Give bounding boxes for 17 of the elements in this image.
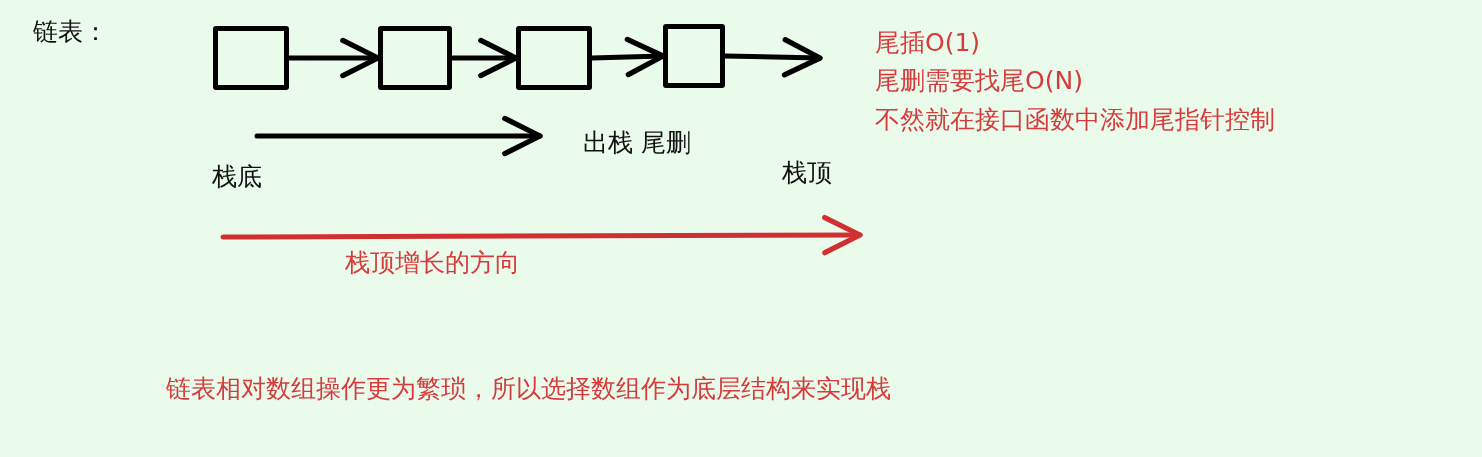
list-node-box bbox=[213, 26, 289, 90]
arrow bbox=[589, 36, 666, 78]
annotation: 尾删需要找尾O(N) bbox=[875, 66, 1083, 96]
annotation: 栈顶增长的方向 bbox=[345, 248, 520, 278]
annotation: 尾插O(1) bbox=[875, 28, 981, 58]
list-node-box bbox=[516, 26, 592, 90]
arrow bbox=[449, 37, 519, 79]
annotation: 栈底 bbox=[212, 162, 262, 192]
annotation: 栈顶 bbox=[782, 158, 832, 188]
note-text: 链表相对数组操作更为繁琐，所以选择数组作为底层结构来实现栈 bbox=[166, 374, 891, 404]
list-node-box bbox=[663, 24, 725, 88]
heading: 链表： bbox=[33, 17, 108, 47]
arrow bbox=[722, 37, 823, 78]
arrow bbox=[286, 37, 381, 79]
annotation: 出栈 尾删 bbox=[583, 128, 691, 158]
annotation: 不然就在接口函数中添加尾指针控制 bbox=[875, 105, 1275, 135]
list-node-box bbox=[378, 26, 452, 90]
